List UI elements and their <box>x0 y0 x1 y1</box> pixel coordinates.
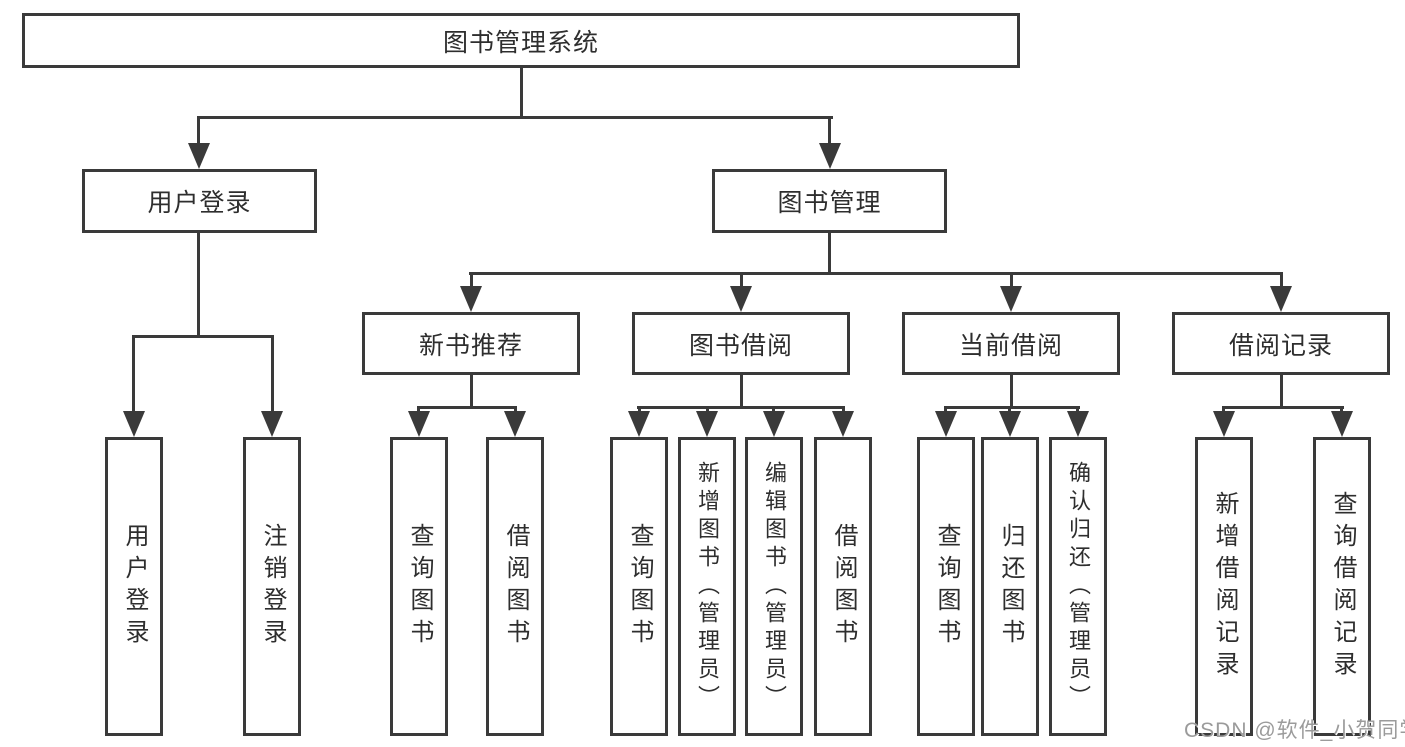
arrow-head <box>188 143 210 169</box>
node-label: 当前借阅 <box>958 331 1063 360</box>
node-label: 注销登录 <box>259 522 286 651</box>
csdn-watermark: CSDN @软件_小贺同学 <box>1184 719 1405 742</box>
node-query-books-recommend: 查询图书 <box>390 437 448 736</box>
arrow-head <box>408 411 430 437</box>
arrow-head <box>730 286 752 312</box>
connector-line <box>637 406 845 409</box>
arrow-head <box>1213 411 1235 437</box>
arrow-head <box>123 411 145 437</box>
node-label: 借阅图书 <box>502 522 529 651</box>
connector-line <box>1010 272 1013 290</box>
arrow-head <box>460 286 482 312</box>
connector-line <box>944 406 1080 409</box>
connector-line <box>740 272 743 290</box>
connector-line <box>1010 374 1013 408</box>
arrow-head <box>261 411 283 437</box>
connector-line <box>469 272 1283 275</box>
arrow-head <box>1331 411 1353 437</box>
node-label: 查询借阅记录 <box>1329 490 1356 683</box>
node-label: 新增图书（管理员） <box>695 460 720 713</box>
node-query-borrow-record: 查询借阅记录 <box>1313 437 1371 736</box>
node-new-book-recommend: 新书推荐 <box>362 312 580 375</box>
node-label: 查询图书 <box>626 522 653 651</box>
node-label: 图书管理 <box>777 189 882 217</box>
arrow-head <box>832 411 854 437</box>
connector-line <box>740 374 743 408</box>
node-logout: 注销登录 <box>243 437 301 736</box>
node-label: 确认归还（管理员） <box>1066 460 1091 713</box>
arrow-head <box>1270 286 1292 312</box>
arrow-head <box>628 411 650 437</box>
connector-line <box>470 374 473 408</box>
connector-line <box>197 116 833 119</box>
node-label: 图书管理系统 <box>442 28 599 57</box>
connector-line <box>132 335 135 413</box>
node-user-login-leaf: 用户登录 <box>105 437 163 736</box>
node-return-books: 归还图书 <box>981 437 1039 736</box>
arrow-head <box>935 411 957 437</box>
arrow-head <box>504 411 526 437</box>
node-query-books-borrowing: 查询图书 <box>610 437 668 736</box>
node-label: 借阅记录 <box>1228 331 1333 360</box>
node-label: 新增借阅记录 <box>1211 490 1238 683</box>
node-borrowing-records: 借阅记录 <box>1172 312 1390 375</box>
node-user-login: 用户登录 <box>82 169 317 233</box>
arrow-head <box>1067 411 1089 437</box>
node-confirm-return-admin: 确认归还（管理员） <box>1049 437 1107 736</box>
node-query-books-current: 查询图书 <box>917 437 975 736</box>
node-label: 查询图书 <box>406 522 433 651</box>
node-label: 归还图书 <box>997 522 1024 651</box>
connector-line <box>271 335 274 413</box>
node-label: 新书推荐 <box>418 331 523 360</box>
node-library-management-system: 图书管理系统 <box>22 13 1020 68</box>
connector-line <box>197 232 200 338</box>
connector-line <box>1222 406 1344 409</box>
connector-line <box>470 272 473 290</box>
node-borrow-books: 借阅图书 <box>814 437 872 736</box>
connector-line <box>1280 272 1283 290</box>
node-current-borrowing: 当前借阅 <box>902 312 1120 375</box>
arrow-head <box>696 411 718 437</box>
node-label: 图书借阅 <box>688 331 793 360</box>
connector-line <box>417 406 517 409</box>
node-label: 查询图书 <box>933 522 960 651</box>
connector-line <box>520 66 523 118</box>
connector-line <box>132 335 274 338</box>
node-label: 编辑图书（管理员） <box>762 460 787 713</box>
arrow-head <box>819 143 841 169</box>
node-borrow-books-recommend: 借阅图书 <box>486 437 544 736</box>
arrow-head <box>999 411 1021 437</box>
node-book-borrowing: 图书借阅 <box>632 312 850 375</box>
node-book-management: 图书管理 <box>712 169 947 233</box>
connector-line <box>828 232 831 275</box>
node-label: 借阅图书 <box>830 522 857 651</box>
connector-line <box>828 116 831 146</box>
node-label: 用户登录 <box>147 189 252 217</box>
arrow-head <box>1000 286 1022 312</box>
node-add-borrow-record: 新增借阅记录 <box>1195 437 1253 736</box>
connector-line <box>197 116 200 146</box>
connector-line <box>1280 374 1283 408</box>
node-label: 用户登录 <box>121 522 148 651</box>
arrow-head <box>763 411 785 437</box>
node-edit-book-admin: 编辑图书（管理员） <box>745 437 803 736</box>
node-add-book-admin: 新增图书（管理员） <box>678 437 736 736</box>
